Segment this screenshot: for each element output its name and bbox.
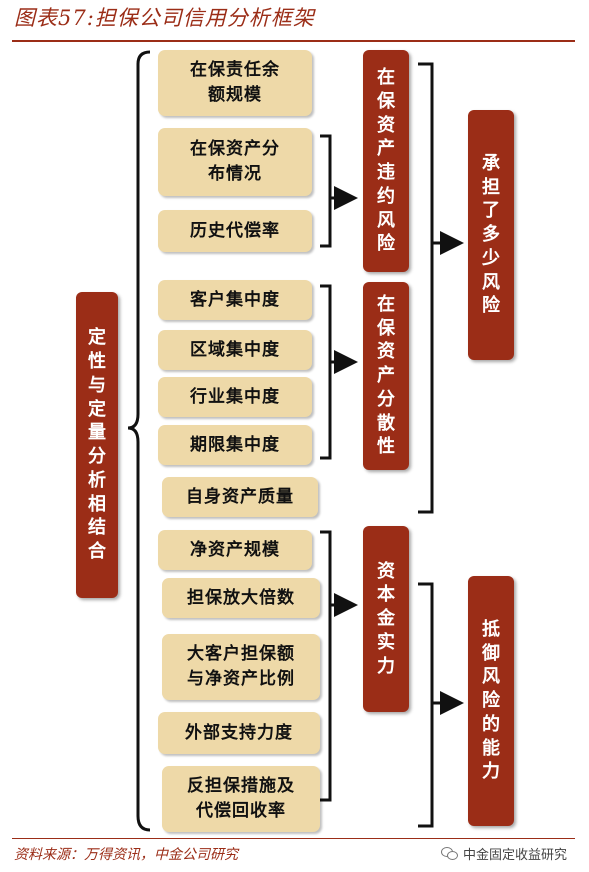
wechat-icon bbox=[440, 846, 459, 861]
factor-box: 自身资产质量 bbox=[162, 477, 318, 517]
title-rule bbox=[12, 40, 575, 42]
footer-rule bbox=[12, 838, 575, 839]
default-risk-box: 在 保 资 产 违 约 风 险 bbox=[363, 50, 409, 272]
qualitative-quantitative-label: 定 性 与 定 量 分 析 相 结 合 bbox=[76, 292, 118, 598]
factor-box: 行业集中度 bbox=[158, 377, 312, 417]
factor-box: 在保资产分 布情况 bbox=[158, 128, 312, 196]
capital-strength-box: 资 本 金 实 力 bbox=[363, 526, 409, 712]
asset-dispersion-box: 在 保 资 产 分 散 性 bbox=[363, 282, 409, 470]
watermark: 中金固定收益研究 bbox=[440, 844, 567, 863]
risk-resistance-box: 抵 御 风 险 的 能 力 bbox=[468, 576, 514, 826]
bracket-capital bbox=[320, 530, 332, 802]
source-note: 资料来源：万得资讯，中金公司研究 bbox=[14, 847, 238, 863]
factor-box: 历史代偿率 bbox=[158, 210, 312, 252]
bracket-dispersion bbox=[320, 284, 332, 460]
factor-box: 担保放大倍数 bbox=[162, 578, 320, 618]
bracket-default-risk bbox=[320, 134, 332, 248]
watermark-text: 中金固定收益研究 bbox=[462, 848, 567, 863]
risk-borne-box: 承 担 了 多 少 风 险 bbox=[468, 110, 514, 360]
bracket-resist-risk bbox=[418, 582, 434, 828]
factor-box: 净资产规模 bbox=[158, 530, 312, 570]
factor-box: 期限集中度 bbox=[158, 425, 312, 465]
factor-box: 大客户担保额 与净资产比例 bbox=[162, 634, 320, 700]
figure-title: 图表57:担保公司信用分析框架 bbox=[14, 6, 315, 30]
left-brace bbox=[127, 50, 151, 832]
factor-box: 反担保措施及 代偿回收率 bbox=[162, 766, 320, 832]
factor-box: 在保责任余 额规模 bbox=[158, 50, 312, 116]
factor-box: 客户集中度 bbox=[158, 280, 312, 320]
factor-box: 外部支持力度 bbox=[158, 712, 320, 754]
bracket-bear-risk bbox=[418, 62, 434, 514]
factor-box: 区域集中度 bbox=[158, 330, 312, 370]
